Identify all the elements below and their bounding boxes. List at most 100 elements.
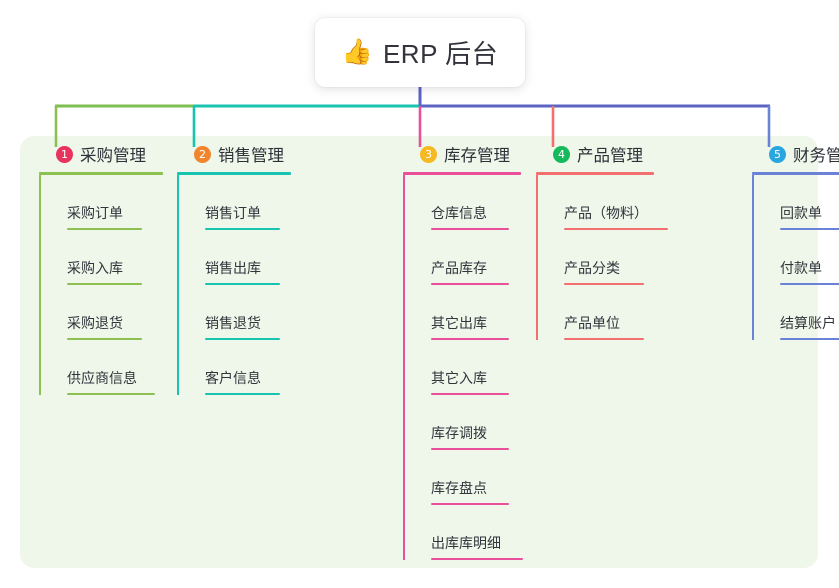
leaf-item-label: 库存调拨 — [431, 425, 487, 442]
leaf-item-underline — [780, 338, 839, 340]
branch-items: 仓库信息产品库存其它出库其它入库库存调拨库存盘点出库库明细 — [403, 175, 565, 560]
branch-items: 销售订单销售出库销售退货客户信息 — [177, 175, 339, 395]
branch-underline — [536, 172, 654, 175]
leaf-item[interactable]: 客户信息 — [177, 340, 339, 395]
leaf-item[interactable]: 回款单 — [752, 175, 839, 230]
leaf-item-label: 产品库存 — [431, 260, 487, 277]
leaf-item[interactable]: 供应商信息 — [39, 340, 201, 395]
leaf-item-label: 供应商信息 — [67, 370, 137, 387]
leaf-item-underline — [67, 338, 142, 340]
leaf-item[interactable]: 仓库信息 — [403, 175, 565, 230]
leaf-item[interactable]: 产品（物料） — [536, 175, 698, 230]
branch-title: 财务管理 — [793, 147, 839, 165]
leaf-item-label: 其它入库 — [431, 370, 487, 387]
leaf-item[interactable]: 结算账户 — [752, 285, 839, 340]
leaf-item[interactable]: 采购入库 — [39, 230, 201, 285]
leaf-item[interactable]: 销售订单 — [177, 175, 339, 230]
branch-number-badge: 3 — [420, 145, 437, 163]
branch-column-2[interactable]: 2 销售管理销售订单销售出库销售退货客户信息 — [174, 136, 339, 395]
leaf-item-underline — [564, 228, 668, 230]
branch-spine — [39, 175, 41, 395]
leaf-item-underline — [431, 338, 509, 340]
branch-items: 产品（物料） 产品分类产品单位 — [536, 175, 698, 340]
branch-column-4[interactable]: 4 产品管理产品（物料） 产品分类产品单位 — [533, 136, 698, 340]
leaf-item-underline — [431, 558, 523, 560]
branch-column-3[interactable]: 3 库存管理仓库信息产品库存其它出库其它入库库存调拨库存盘点出库库明细 — [400, 136, 565, 560]
branch-header-2[interactable]: 2 销售管理 — [174, 136, 339, 172]
leaf-item-label: 回款单 — [780, 205, 822, 222]
leaf-item[interactable]: 产品库存 — [403, 230, 565, 285]
branch-spine — [403, 175, 405, 560]
branch-spine — [536, 175, 538, 340]
branch-header-3[interactable]: 3 库存管理 — [400, 136, 565, 172]
leaf-item[interactable]: 采购订单 — [39, 175, 201, 230]
branch-number-badge: 1 — [56, 145, 73, 163]
branch-spine — [752, 175, 754, 340]
leaf-item-underline — [205, 228, 280, 230]
leaf-item-label: 其它出库 — [431, 315, 487, 332]
branch-number-badge: 5 — [769, 145, 786, 163]
branch-items: 采购订单采购入库采购退货供应商信息 — [39, 175, 201, 395]
branch-title: 产品管理 — [577, 147, 643, 165]
leaf-item-label: 付款单 — [780, 260, 822, 277]
leaf-item-label: 采购入库 — [67, 260, 123, 277]
thumbs-up-icon: 👍 — [341, 38, 373, 66]
branch-underline — [39, 172, 163, 175]
leaf-item-label: 产品分类 — [564, 260, 620, 277]
leaf-item-underline — [67, 283, 142, 285]
leaf-item-label: 产品单位 — [564, 315, 620, 332]
leaf-item-underline — [431, 503, 509, 505]
branch-underline — [403, 172, 521, 175]
branch-title: 库存管理 — [444, 147, 510, 165]
leaf-item-label: 结算账户 — [780, 315, 836, 332]
leaf-item-underline — [431, 228, 509, 230]
root-node[interactable]: 👍 ERP 后台 — [315, 18, 525, 87]
branches-panel — [20, 136, 818, 568]
leaf-item-label: 销售订单 — [205, 205, 261, 222]
leaf-item-underline — [564, 338, 644, 340]
branch-header-5[interactable]: 5 财务管理 — [749, 136, 839, 172]
leaf-item-label: 产品（物料） — [564, 205, 648, 222]
branch-spine — [177, 175, 179, 395]
leaf-item-underline — [431, 393, 509, 395]
leaf-item[interactable]: 其它入库 — [403, 340, 565, 395]
leaf-item[interactable]: 其它出库 — [403, 285, 565, 340]
leaf-item-underline — [205, 393, 280, 395]
branch-title: 销售管理 — [218, 147, 284, 165]
leaf-item-label: 客户信息 — [205, 370, 261, 387]
leaf-item-underline — [780, 283, 839, 285]
leaf-item[interactable]: 付款单 — [752, 230, 839, 285]
leaf-item-underline — [205, 338, 280, 340]
leaf-item-underline — [67, 393, 155, 395]
branch-number-badge: 4 — [553, 145, 570, 163]
leaf-item-label: 销售退货 — [205, 315, 261, 332]
leaf-item[interactable]: 采购退货 — [39, 285, 201, 340]
branch-header-4[interactable]: 4 产品管理 — [533, 136, 698, 172]
branch-items: 回款单付款单结算账户 — [752, 175, 839, 340]
leaf-item-underline — [431, 283, 509, 285]
leaf-item[interactable]: 销售退货 — [177, 285, 339, 340]
leaf-item[interactable]: 出库库明细 — [403, 505, 565, 560]
leaf-item-label: 采购退货 — [67, 315, 123, 332]
leaf-item-label: 库存盘点 — [431, 480, 487, 497]
leaf-item[interactable]: 产品分类 — [536, 230, 698, 285]
leaf-item-underline — [67, 228, 142, 230]
branch-column-5[interactable]: 5 财务管理回款单付款单结算账户 — [749, 136, 839, 340]
leaf-item[interactable]: 库存调拨 — [403, 395, 565, 450]
leaf-item-underline — [205, 283, 280, 285]
leaf-item-label: 出库库明细 — [431, 535, 501, 552]
root-title: ERP 后台 — [382, 39, 499, 69]
leaf-item-underline — [564, 283, 644, 285]
branch-number-badge: 2 — [194, 145, 211, 163]
leaf-item-label: 仓库信息 — [431, 205, 487, 222]
leaf-item-underline — [431, 448, 509, 450]
branch-underline — [177, 172, 291, 175]
leaf-item[interactable]: 销售出库 — [177, 230, 339, 285]
leaf-item-label: 采购订单 — [67, 205, 123, 222]
leaf-item[interactable]: 库存盘点 — [403, 450, 565, 505]
leaf-item[interactable]: 产品单位 — [536, 285, 698, 340]
